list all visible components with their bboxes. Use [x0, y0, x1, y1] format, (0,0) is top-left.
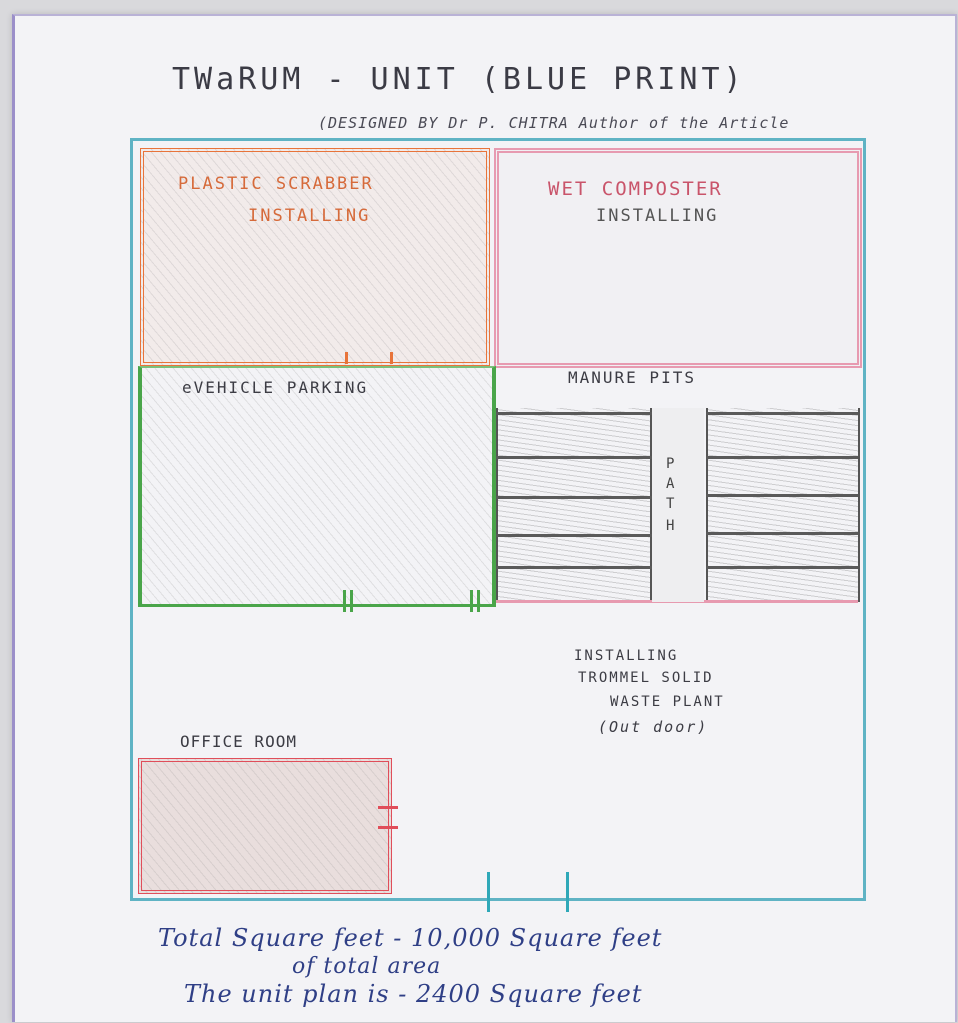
plastic-door-mark: [345, 352, 348, 364]
pit-divider: [706, 456, 858, 459]
path-letter: P: [666, 456, 677, 472]
path-strip: [652, 408, 704, 602]
parking-gate-mark: [350, 590, 353, 612]
pit-divider: [496, 496, 652, 499]
pit-divider: [496, 412, 652, 415]
trommel-label-line1: INSTALLING: [574, 648, 679, 664]
unit-plan-note: The unit plan is - 2400 Square feet: [184, 980, 643, 1008]
evehicle-parking-area: [138, 366, 496, 607]
office-door-mark: [378, 806, 398, 809]
office-door-mark: [378, 826, 398, 829]
plastic-door-mark: [390, 352, 393, 364]
wet-installing-label: INSTALLING: [596, 206, 719, 226]
trommel-label-line2: TROMMEL SOLID: [578, 670, 714, 686]
pit-divider: [706, 412, 858, 415]
trommel-label-line3: WASTE PLANT: [610, 694, 725, 710]
wet-composter-label: WET COMPOSTER: [548, 178, 723, 200]
manure-pits-label: MANURE PITS: [568, 368, 696, 387]
pit-divider: [706, 494, 858, 497]
wet-composter-area: [494, 148, 862, 368]
path-letter: T: [666, 496, 677, 512]
parking-gate-mark: [343, 590, 346, 612]
total-area-note: Total Square feet - 10,000 Square feet: [158, 924, 663, 952]
pit-divider: [496, 534, 652, 537]
parking-gate-mark: [477, 590, 480, 612]
trommel-label-line4: (Out door): [598, 718, 709, 736]
path-letter: H: [666, 518, 677, 534]
office-room-label: OFFICE ROOM: [180, 732, 297, 751]
plastic-scrabber-label: PLASTIC SCRABBER: [178, 174, 374, 194]
pit-divider: [706, 566, 858, 569]
parking-gate-mark: [470, 590, 473, 612]
page-title: TWaRUM - UNIT (BLUE PRINT): [172, 62, 746, 97]
pit-divider: [706, 532, 858, 535]
plastic-scrabber-area: [140, 148, 490, 366]
manure-pits-right: [706, 408, 860, 602]
manure-pits-left: [496, 408, 652, 602]
main-gate-mark: [487, 872, 490, 912]
office-room-area: [138, 758, 392, 894]
path-letter: A: [666, 476, 677, 492]
main-gate-mark: [566, 872, 569, 912]
total-area-note-cont: of total area: [292, 954, 442, 979]
designer-credit: (DESIGNED BY Dr P. CHITRA Author of the …: [318, 114, 790, 132]
plastic-installing-label: INSTALLING: [248, 206, 371, 226]
pit-divider: [496, 456, 652, 459]
site-boundary: [130, 138, 866, 901]
evehicle-parking-label: eVEHICLE PARKING: [182, 378, 369, 397]
pit-divider: [496, 566, 652, 569]
